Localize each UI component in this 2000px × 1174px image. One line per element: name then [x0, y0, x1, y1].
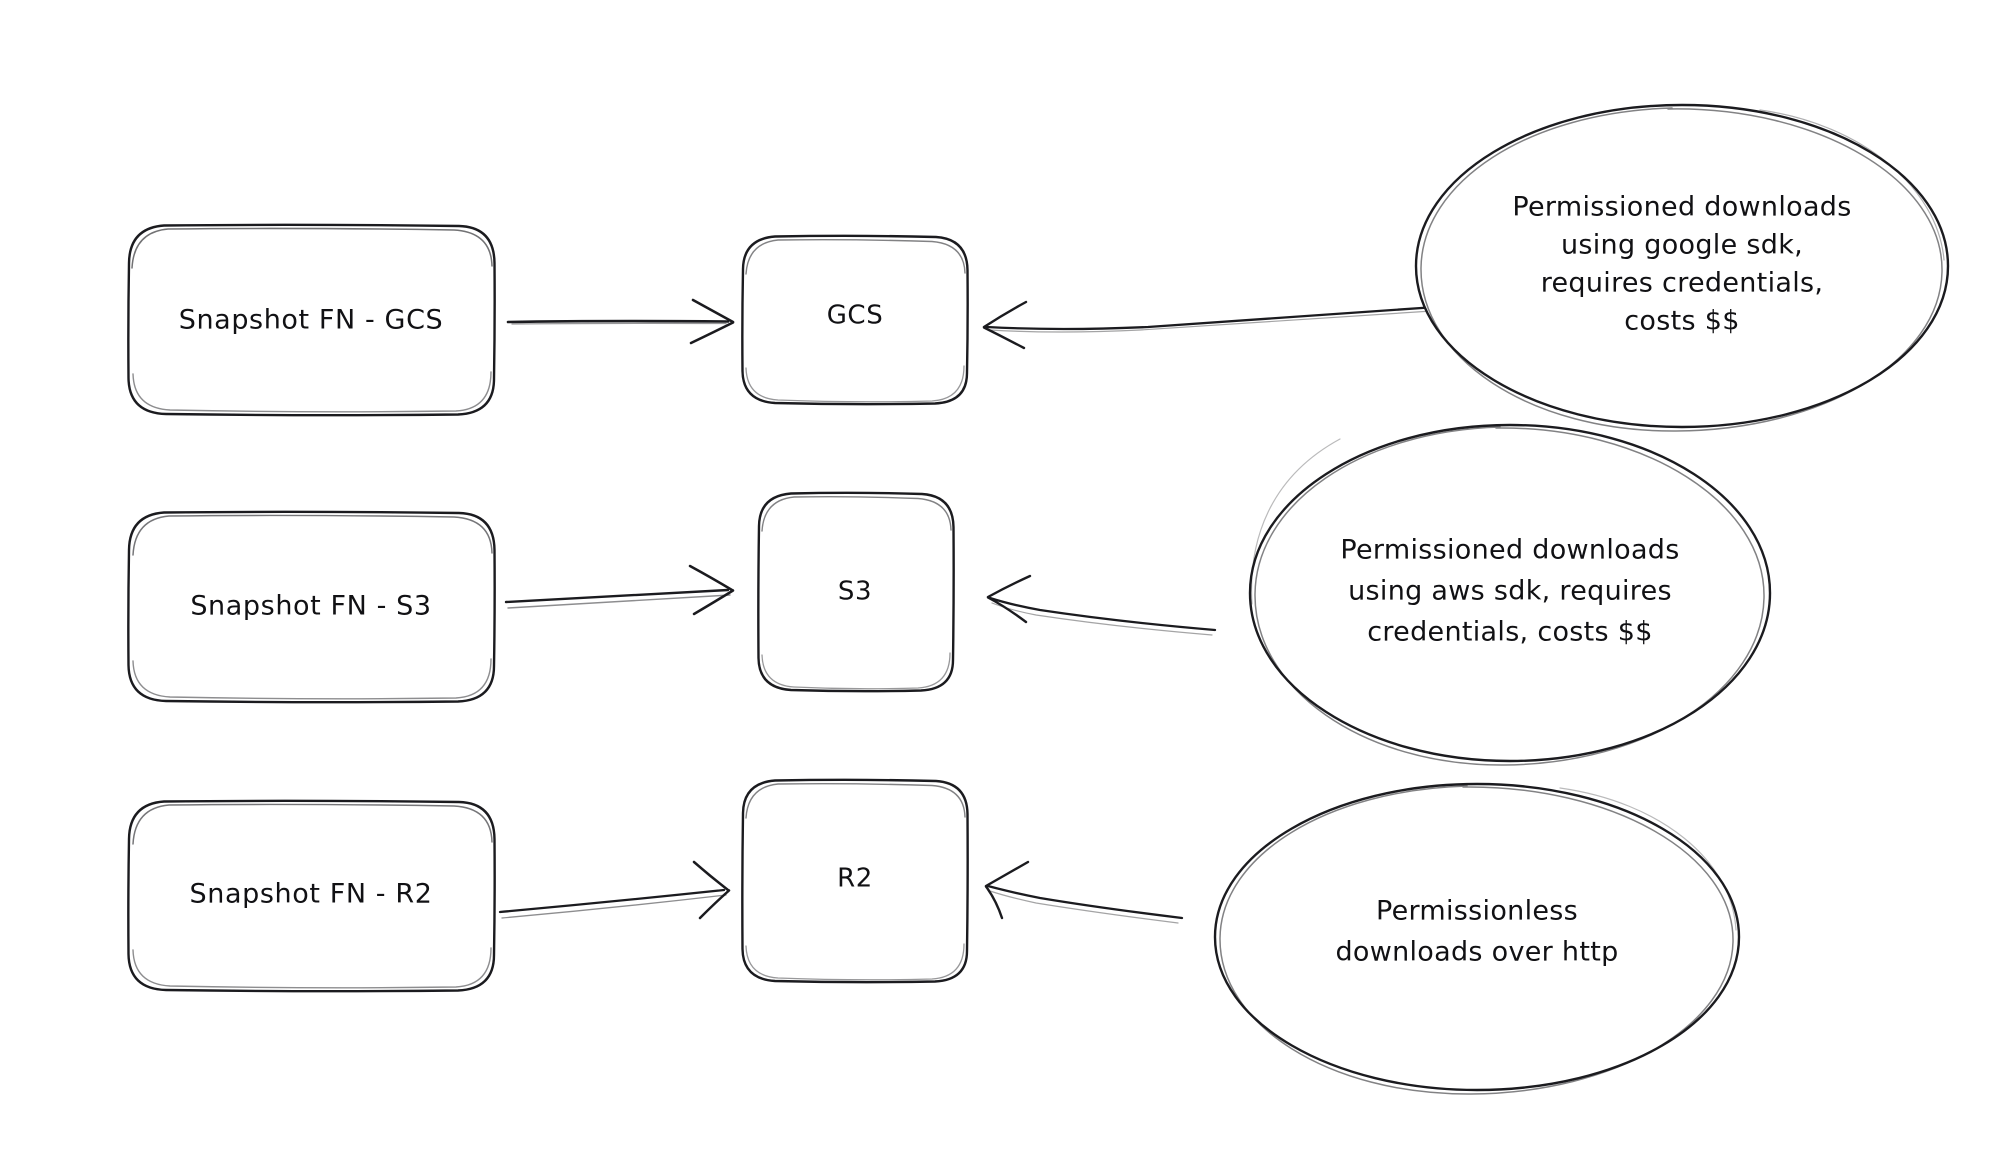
node-r2[interactable]: R2 [741, 778, 969, 984]
arrow-note-r2-to-r2 [984, 860, 1184, 924]
arrow-snapshot-fn-gcs-to-gcs [506, 298, 735, 345]
note-ellipse-r2[interactable]: Permissionless downloads over http [1213, 782, 1741, 1095]
arrow-note-s3-to-s3 [986, 574, 1217, 636]
arrow-note-gcs-to-gcs [982, 300, 1438, 350]
arrow-snapshot-fn-r2-to-r2 [498, 860, 731, 920]
node-snapshot-fn-s3[interactable]: Snapshot FN - S3 [127, 510, 496, 704]
node-snapshot-fn-gcs[interactable]: Snapshot FN - GCS [127, 223, 496, 417]
arrow-snapshot-fn-s3-to-s3 [504, 564, 735, 616]
node-s3[interactable]: S3 [757, 491, 955, 693]
note-ellipse-gcs[interactable]: Permissioned downloads using google sdk,… [1414, 103, 1950, 432]
node-snapshot-fn-r2[interactable]: Snapshot FN - R2 [127, 799, 496, 993]
node-gcs[interactable]: GCS [741, 234, 969, 406]
note-ellipse-s3[interactable]: Permissioned downloads using aws sdk, re… [1248, 423, 1772, 766]
